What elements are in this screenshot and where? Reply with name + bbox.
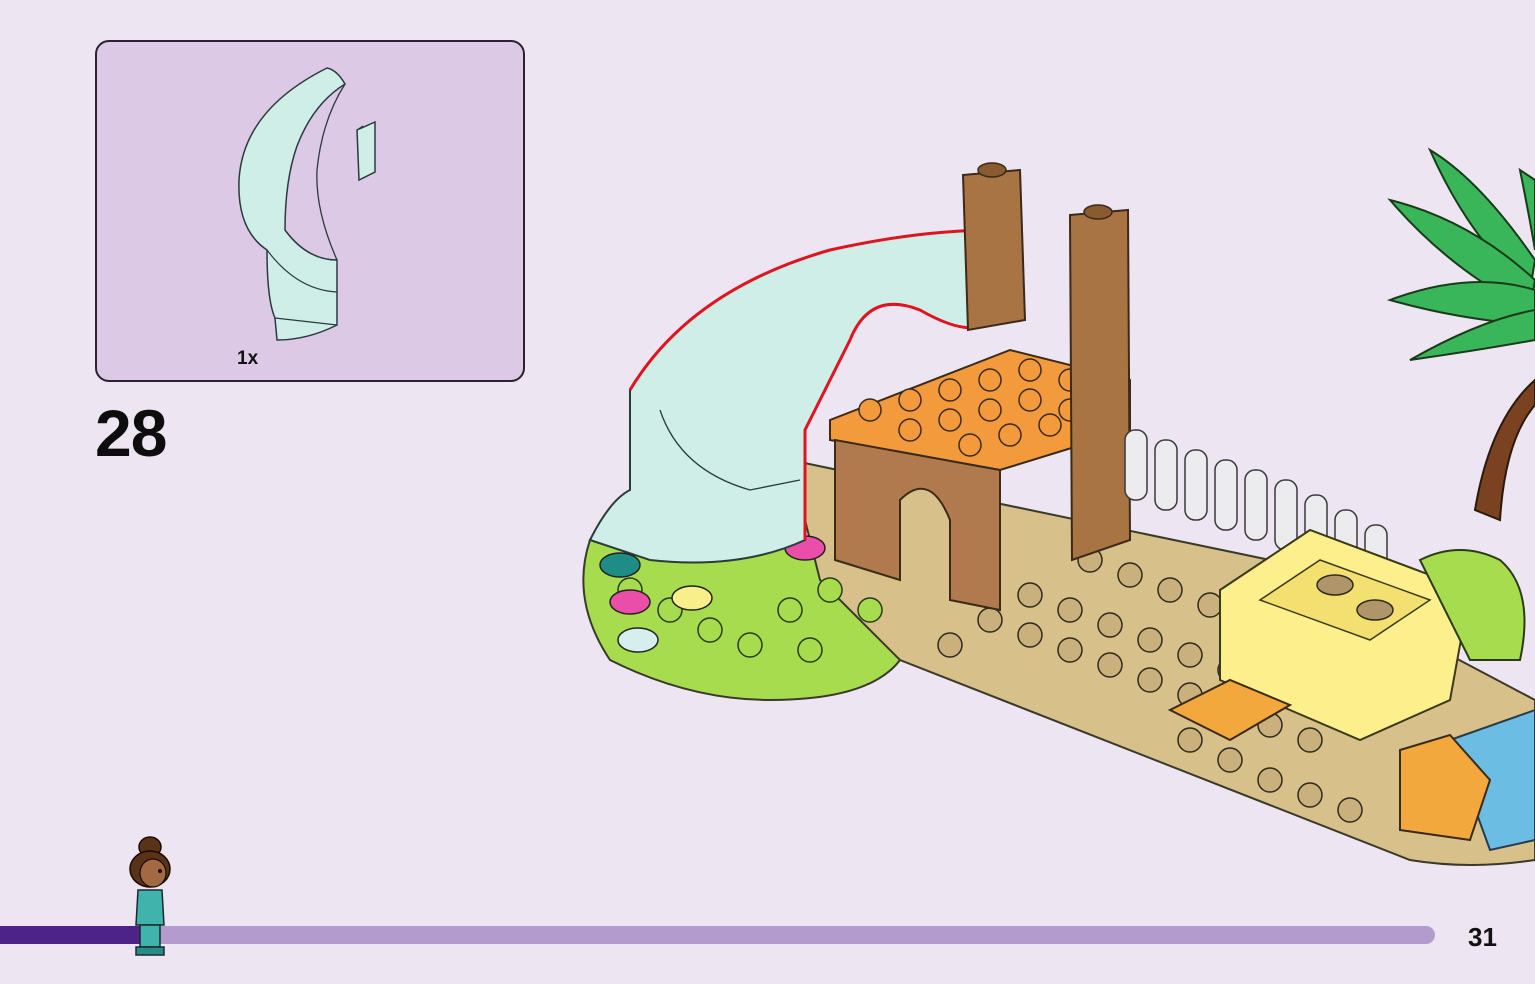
part-quantity: 1x bbox=[237, 348, 259, 369]
parts-callout: 1x bbox=[95, 40, 525, 382]
minidoll-figure-icon bbox=[129, 836, 171, 956]
page-number: 31 bbox=[1468, 922, 1497, 952]
progress-bar bbox=[0, 926, 1435, 944]
slide-piece-icon bbox=[238, 67, 376, 341]
model-illustration bbox=[582, 147, 1535, 866]
step-number: 28 bbox=[95, 396, 167, 470]
progress-fill bbox=[0, 926, 144, 944]
